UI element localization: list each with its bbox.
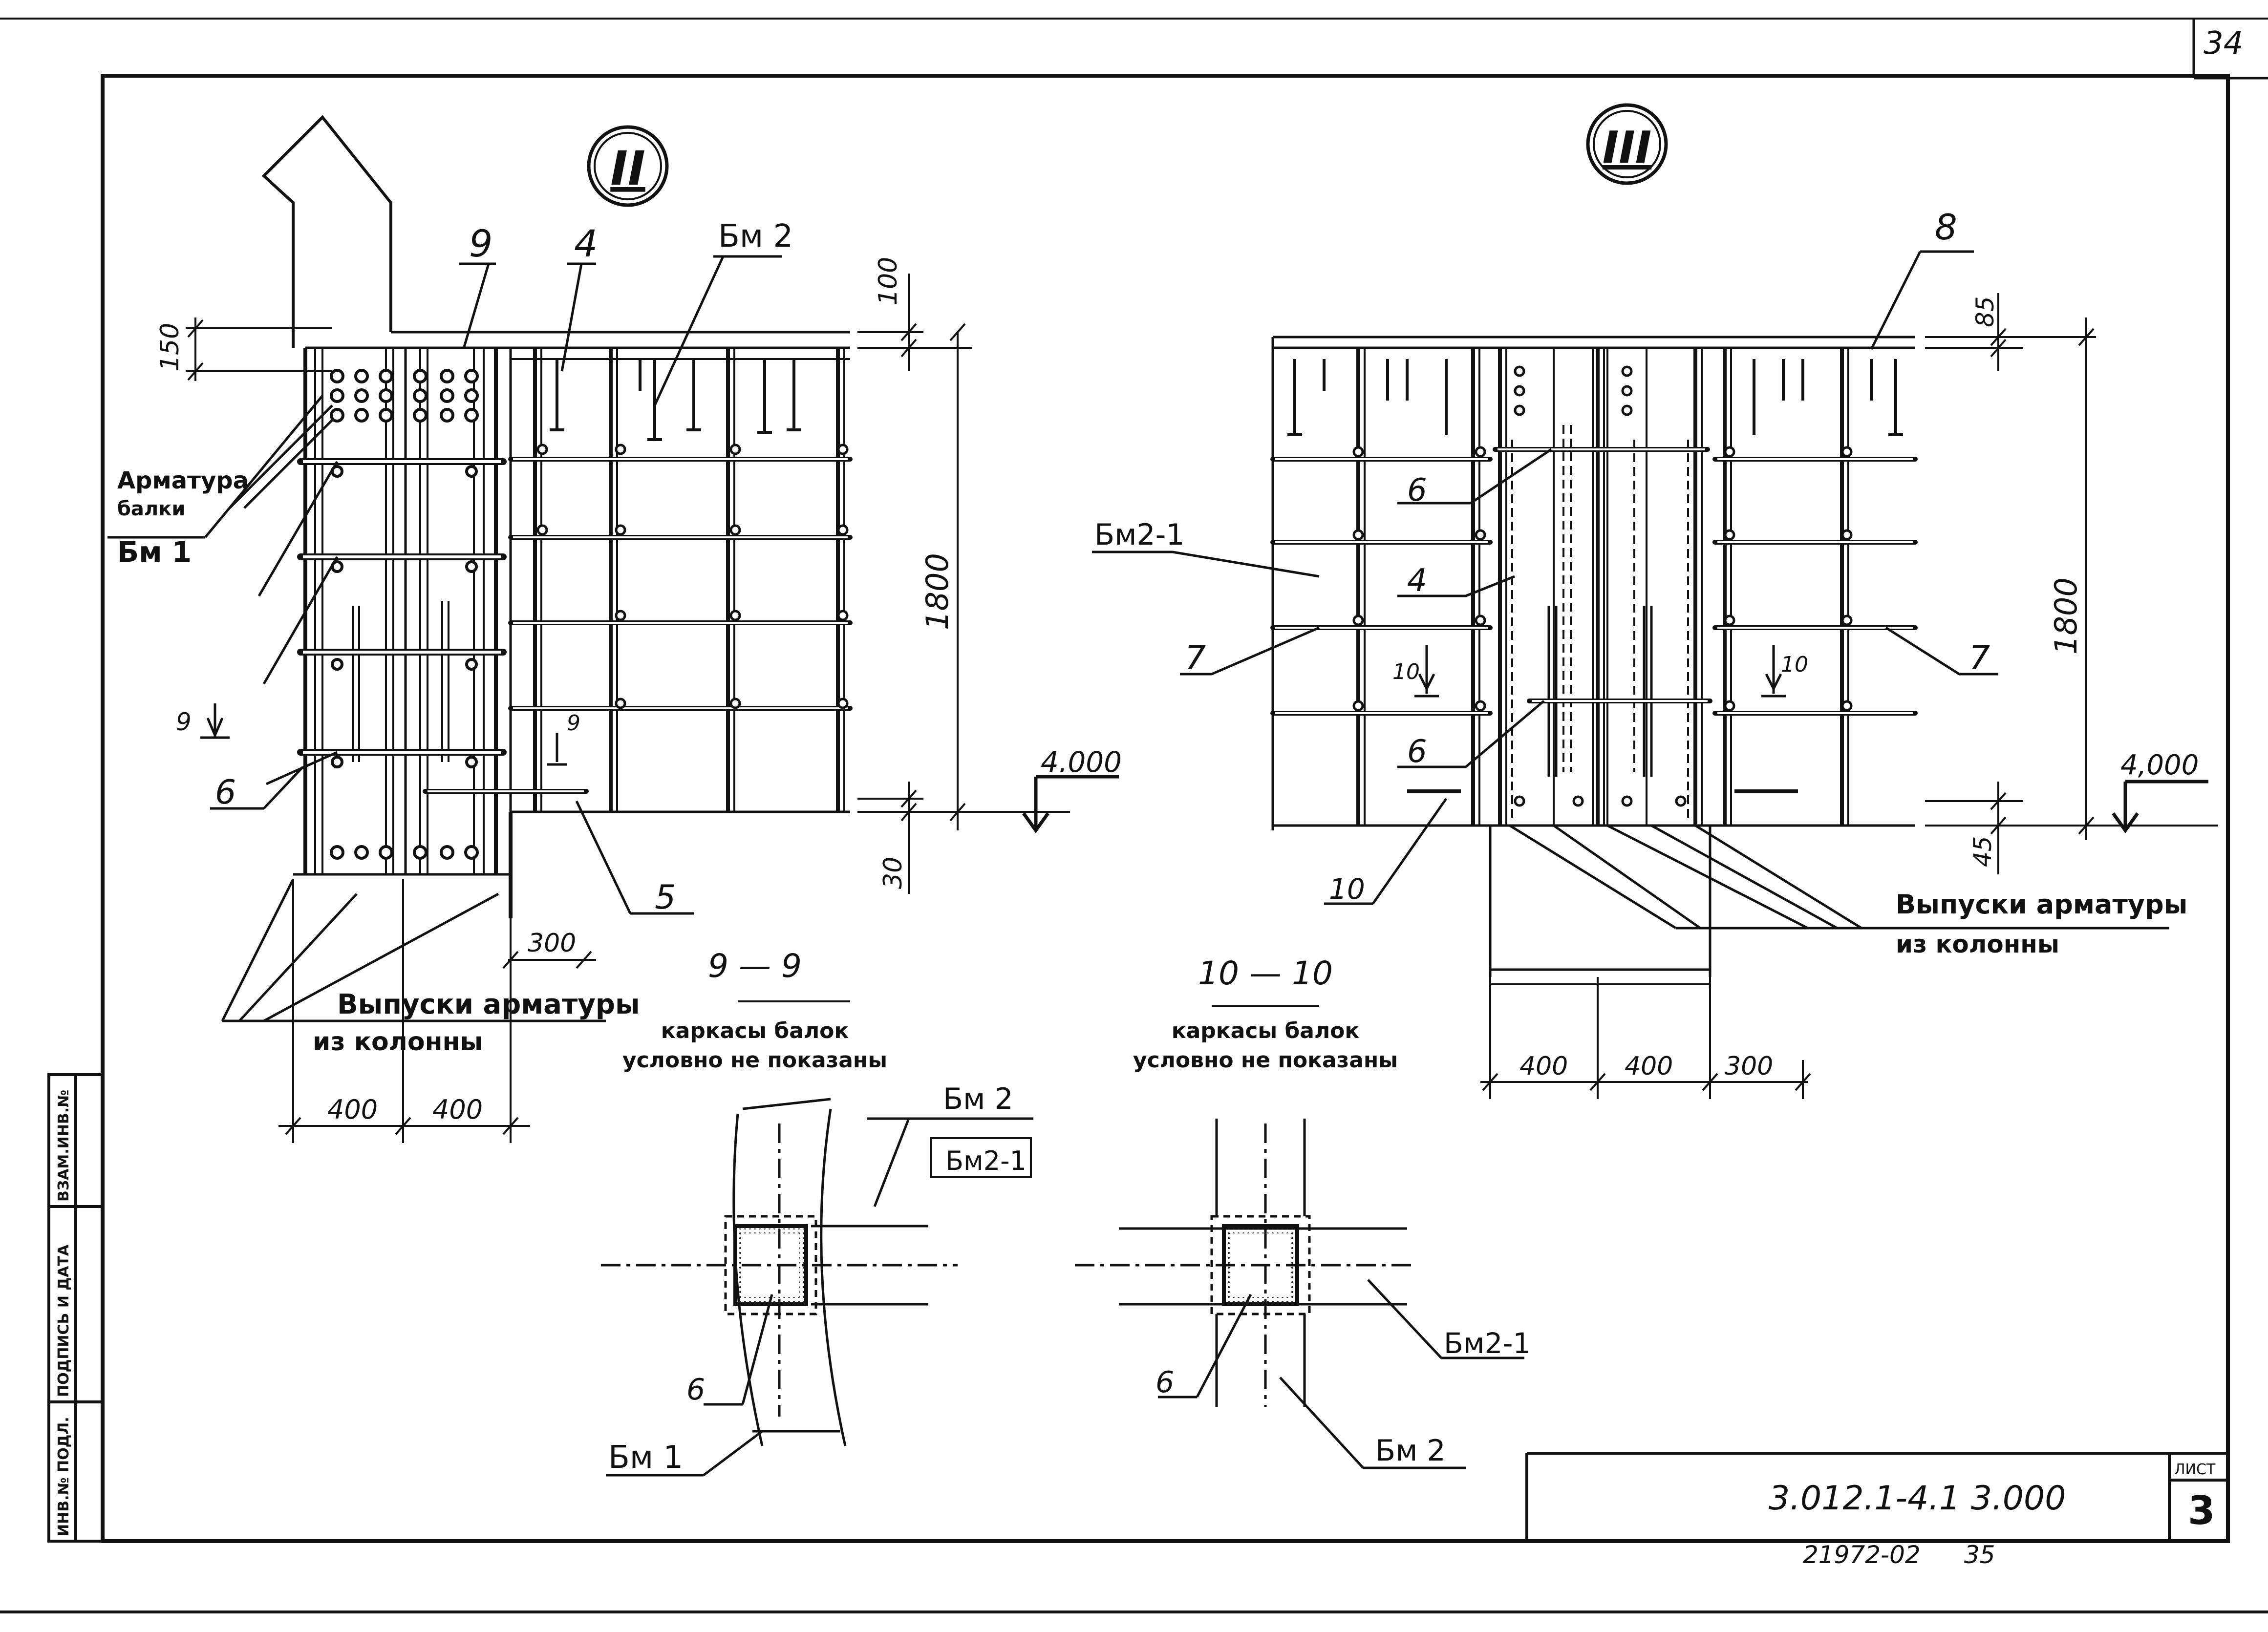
outlets-line1: Выпуски арматуры: [337, 989, 640, 1020]
section-9-9-title: 9 — 9: [708, 947, 802, 985]
outlets-III-line2: из колонны: [1896, 930, 2059, 958]
dim-400b: 400: [432, 1094, 483, 1125]
level-4000: 4.000: [1041, 745, 1122, 779]
view-III-section-mark-right: 10: [1781, 652, 1808, 677]
rebar-note-line1: Арматура: [117, 467, 249, 494]
view-III-marker: [1586, 103, 1668, 185]
view-II-callout-bm2: Бм 2: [718, 218, 793, 254]
level-4000-III: 4,000: [2120, 749, 2199, 781]
dim-1800-III: 1800: [2048, 577, 2084, 655]
section-10-10-title: 10 — 10: [1198, 954, 1333, 992]
section-9-9-bm21: Бм2-1: [945, 1145, 1027, 1176]
view-II-section-mark-inner: 9: [567, 711, 580, 736]
outlets-line2: из колонны: [313, 1027, 483, 1057]
view-III-callout-4: 4: [1407, 563, 1427, 599]
view-II-callout-9: 9: [469, 222, 492, 265]
outlets-III-line1: Выпуски арматуры: [1896, 889, 2187, 920]
dim-30: 30: [878, 857, 908, 889]
section-9-9: 9 — 9 каркасы балок условно не показаны …: [601, 947, 1033, 1477]
side-stamp: [47, 1073, 104, 1543]
section-10-10-note2: условно не показаны: [1133, 1048, 1398, 1073]
view-II-section-mark: 9: [176, 708, 192, 736]
dim-400a: 400: [327, 1094, 378, 1125]
stamp-podpis: ПОДПИСЬ И ДАТА: [55, 1244, 72, 1397]
section-10-10-note1: каркасы балок: [1172, 1018, 1360, 1043]
dim-300: 300: [528, 929, 576, 958]
sheet-number: 3: [2188, 1488, 2215, 1533]
corner-number: 34: [2204, 25, 2243, 62]
title-block: [1525, 1452, 2228, 1541]
section-9-9-note2: условно не показаны: [622, 1048, 887, 1073]
dim-400b-III: 400: [1625, 1052, 1673, 1081]
rebar-note-line2: балки: [117, 498, 185, 520]
section-10-10-callout-6: 6: [1155, 1365, 1174, 1399]
dim-1800: 1800: [920, 553, 955, 630]
section-10-10-bm21: Бм2-1: [1444, 1327, 1531, 1360]
view-II-callout-5: 5: [655, 878, 676, 917]
section-9-9-bm1: Бм 1: [608, 1440, 683, 1476]
view-III-callout-10: 10: [1329, 872, 1365, 906]
document-code: 3.012.1-4.1 3.000: [1769, 1479, 2066, 1518]
view-III-callout-6b: 6: [1407, 734, 1427, 770]
stamp-vzam: ВЗАМ.ИНВ.№: [55, 1090, 72, 1202]
dim-400a-III: 400: [1519, 1052, 1568, 1081]
archive-number: 21972-02: [1803, 1541, 1921, 1569]
dim-45: 45: [1968, 836, 1997, 867]
dim-300-III: 300: [1725, 1052, 1773, 1081]
view-III-marker-label: III: [1603, 122, 1651, 173]
view-III-callout-7a: 7: [1185, 639, 1206, 678]
dim-100: 100: [874, 257, 903, 305]
view-II-marker: [587, 125, 669, 207]
view-II-callout-6: 6: [215, 773, 236, 812]
sheet-frame: [0, 18, 2268, 1613]
view-III: III: [1092, 103, 2218, 1099]
sheet-label: ЛИСТ: [2174, 1461, 2216, 1478]
archive-page: 35: [1964, 1541, 1995, 1569]
section-9-9-callout-6: 6: [686, 1373, 705, 1407]
view-II-callout-4: 4: [574, 222, 598, 265]
stamp-inv-podl: ИНВ.№ ПОДЛ.: [55, 1417, 72, 1536]
view-III-callout-7b: 7: [1969, 639, 1990, 678]
section-9-9-note1: каркасы балок: [661, 1018, 849, 1043]
dim-150: 150: [155, 323, 185, 371]
section-10-10: 10 — 10 каркасы балок условно не показан…: [1075, 954, 1531, 1469]
view-III-callout-bm21: Бм2-1: [1094, 518, 1184, 552]
rebar-note-line3: Бм 1: [117, 535, 192, 569]
view-III-section-mark-left: 10: [1392, 659, 1420, 684]
view-III-callout-8: 8: [1935, 207, 1957, 248]
section-10-10-bm2: Бм 2: [1375, 1434, 1446, 1468]
view-II: II: [107, 115, 1122, 1143]
view-II-marker-label: II: [610, 141, 645, 196]
dim-85: 85: [1971, 296, 1999, 327]
section-9-9-bm2: Бм 2: [943, 1082, 1013, 1116]
view-III-callout-6a: 6: [1407, 472, 1427, 509]
